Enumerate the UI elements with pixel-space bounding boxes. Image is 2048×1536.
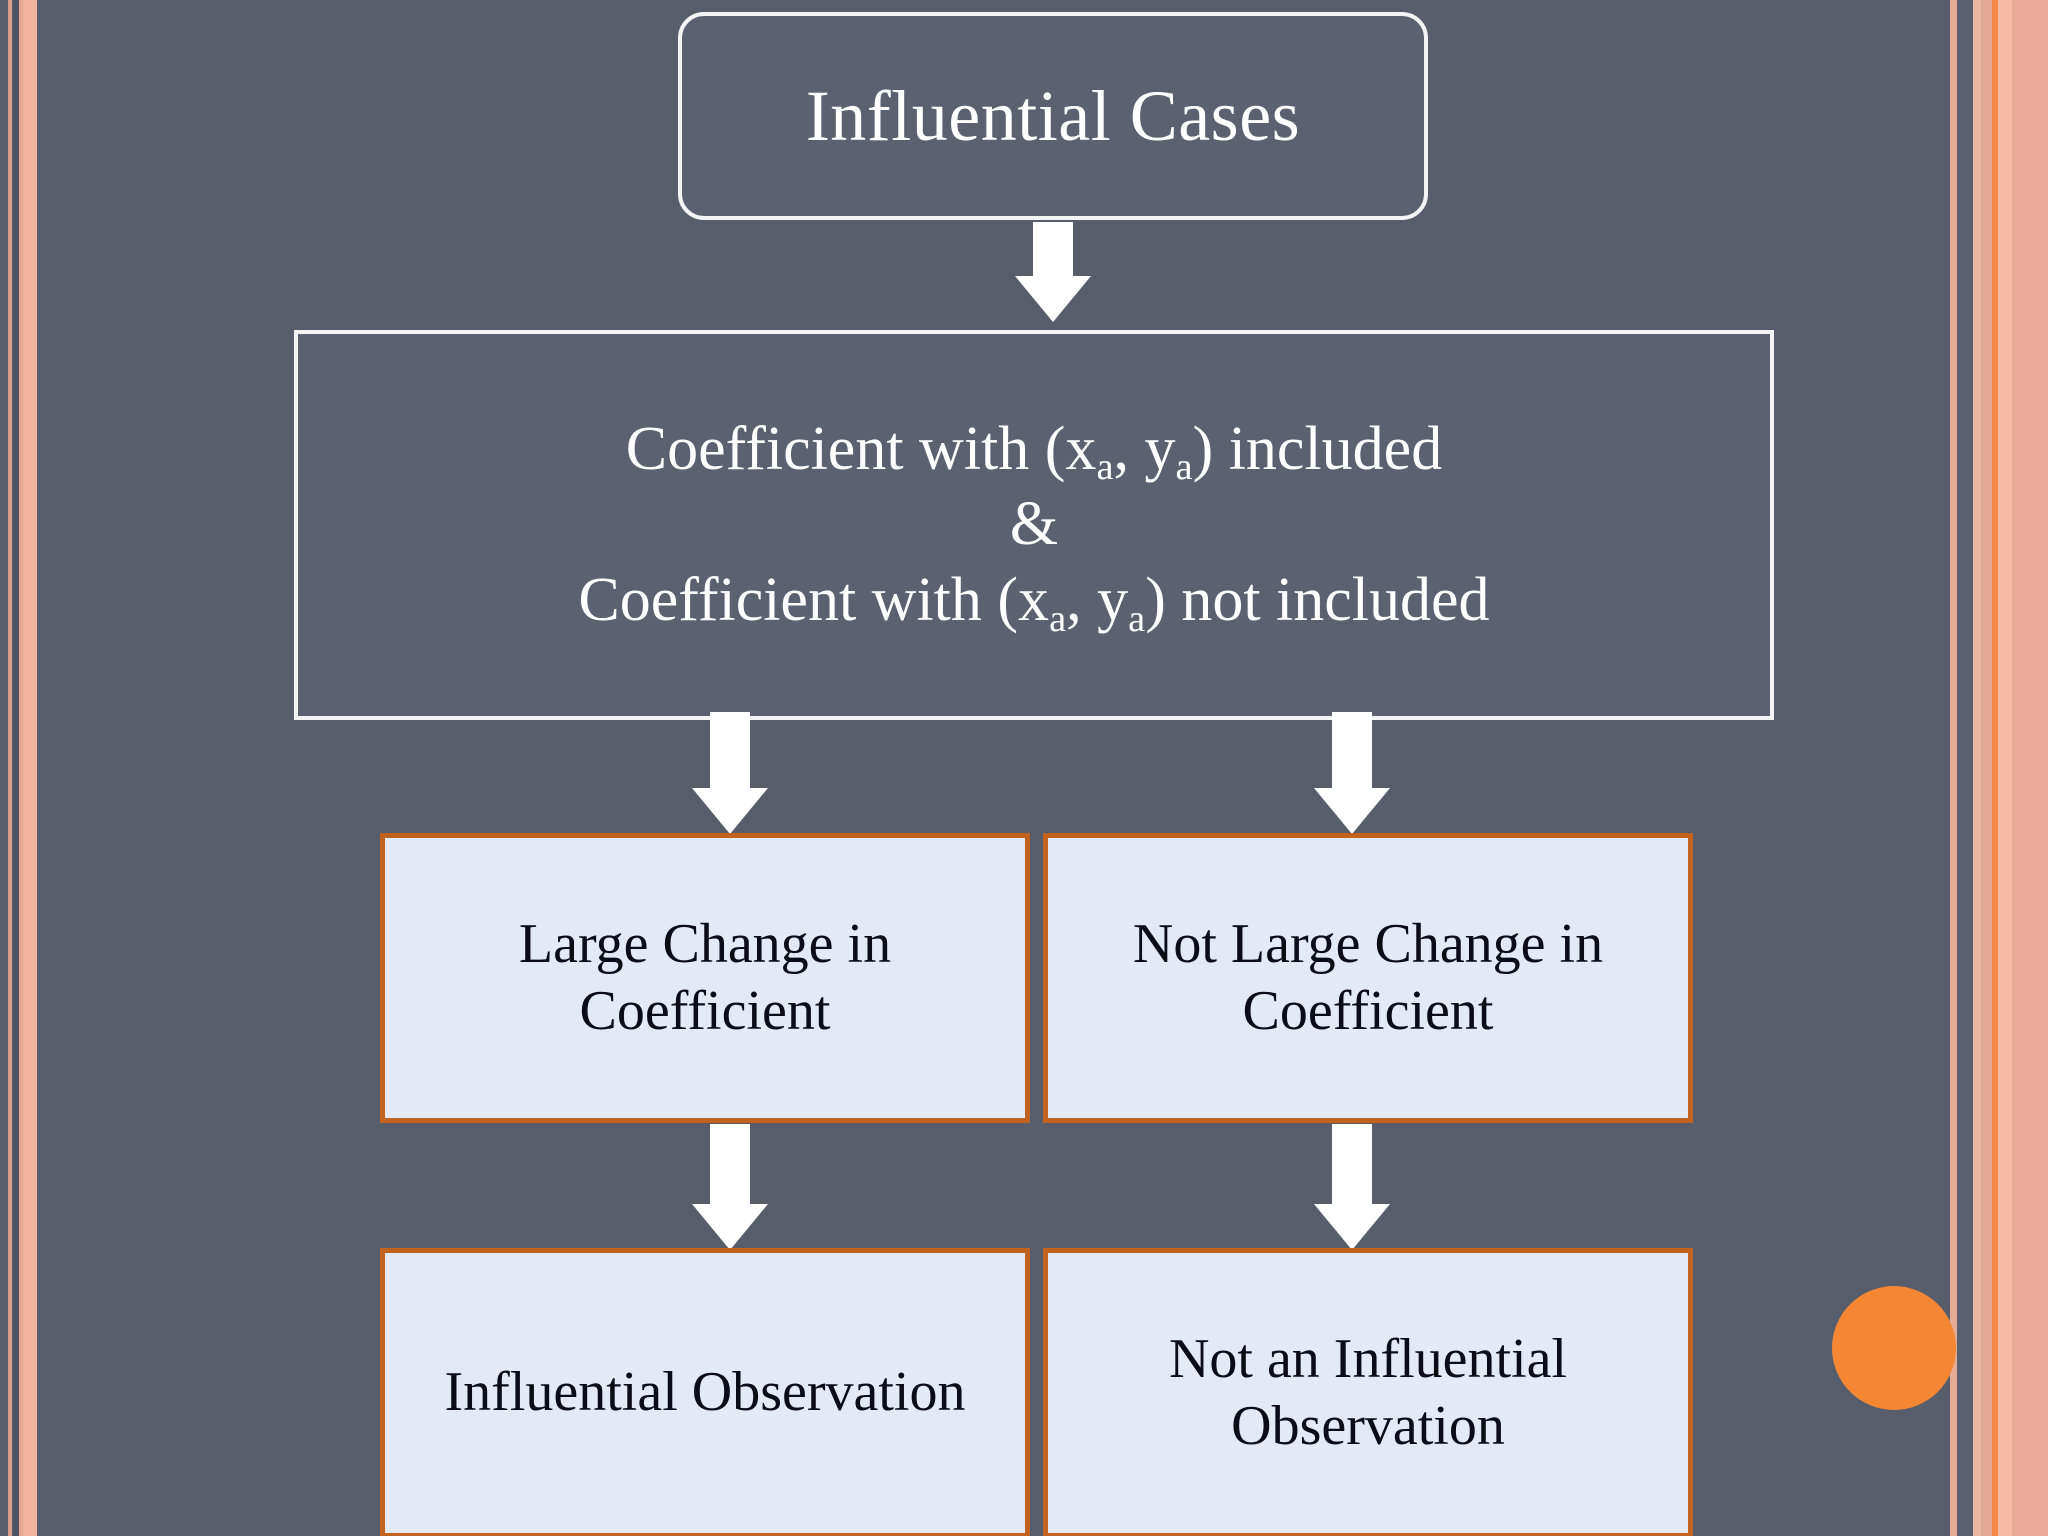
edge-stripe-right-2 [1957, 0, 1973, 1536]
flow-node-influential-cases[interactable]: Influential Cases [678, 12, 1428, 220]
flow-node-not-influential-observation[interactable]: Not an Influential Observation [1043, 1248, 1693, 1536]
flow-node-influential-observation-label: Influential Observation [444, 1361, 966, 1424]
edge-stripe-right-3 [1973, 0, 1981, 1536]
edge-stripe-right-1 [1950, 0, 1957, 1536]
arrow-comparison-to-not-large-change-icon [1310, 712, 1394, 834]
arrow-comparison-to-large-change-icon [688, 712, 772, 834]
flow-node-large-change-label: Large Change in Coefficient [518, 912, 892, 1042]
edge-stripe-left-2 [13, 0, 19, 1536]
flow-node-not-influential-observation-label: Not an Influential Observation [1168, 1327, 1568, 1457]
edge-stripe-right-6 [1998, 0, 2012, 1536]
edge-stripe-right-5 [1992, 0, 1998, 1536]
coefficient-line-included: Coefficient with (xa, ya) included [625, 414, 1443, 489]
edge-stripe-right-7 [2012, 0, 2048, 1536]
coefficient-line-ampersand: & [1009, 490, 1059, 559]
arrow-large-change-to-influential-icon [688, 1124, 772, 1250]
edge-stripe-left-3 [19, 0, 23, 1536]
arrow-not-large-change-to-not-influential-icon [1310, 1124, 1394, 1250]
edge-stripe-left-1 [8, 0, 12, 1536]
flow-node-influential-observation[interactable]: Influential Observation [380, 1248, 1030, 1536]
arrow-title-to-comparison-icon [1011, 222, 1095, 322]
flow-node-not-large-change-label: Not Large Change in Coefficient [1132, 912, 1604, 1042]
flow-node-large-change[interactable]: Large Change in Coefficient [380, 833, 1030, 1123]
accent-circle-decoration [1832, 1286, 1956, 1410]
coefficient-line-not-included: Coefficient with (xa, ya) not included [578, 565, 1490, 640]
flow-node-influential-cases-label: Influential Cases [805, 75, 1301, 156]
flow-node-not-large-change[interactable]: Not Large Change in Coefficient [1043, 833, 1693, 1123]
edge-stripe-right-4 [1981, 0, 1992, 1536]
flow-node-coefficient-comparison[interactable]: Coefficient with (xa, ya) included & Coe… [294, 330, 1774, 720]
edge-stripe-left-4 [23, 0, 37, 1536]
